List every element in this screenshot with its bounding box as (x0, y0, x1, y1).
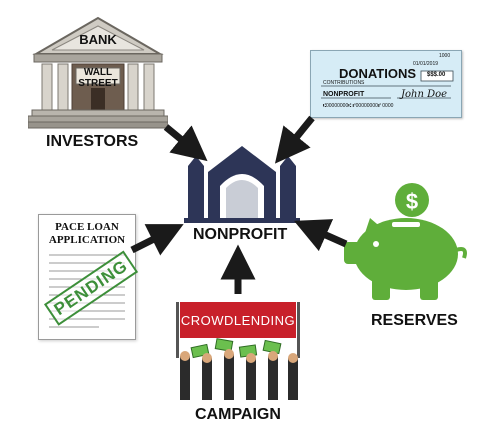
check-payee: NONPROFIT (323, 91, 365, 98)
reserves-label: RESERVES (371, 312, 458, 329)
nonprofit-building-icon (182, 144, 302, 224)
crowdlending-campaign-icon (168, 294, 308, 404)
pace-loan-document: PACE LOAN APPLICATION PENDING (38, 214, 139, 340)
bank-sign: BANK (79, 32, 117, 47)
check-memo: CONTRIBUTIONS (323, 80, 365, 86)
check-title: DONATIONS (339, 66, 417, 81)
check-routing: ⑆00000000⑆ ⑈00000000⑈ 0000 (323, 103, 394, 109)
piggy-bank-icon (340, 180, 470, 304)
bank-building-icon (28, 14, 168, 130)
pace-loan-title-line1: PACE LOAN (55, 221, 119, 233)
check-date: 01/01/2019 (413, 61, 439, 67)
crowdlending-banner: CROWDLENDING (180, 313, 296, 328)
arrow-pace-loan-to-nonprofit (130, 224, 184, 256)
pace-loan-title-line2: APPLICATION (48, 234, 126, 246)
check-corner-number: 1000 (439, 53, 451, 59)
nonprofit-label: NONPROFIT (193, 226, 288, 243)
campaign-label: CAMPAIGN (195, 406, 281, 423)
check-amount: $$$.00 (427, 72, 446, 78)
coin-dollar-symbol: $ (405, 189, 419, 214)
wall-street-sign-line2: STREET (78, 78, 118, 89)
donation-check: DONATIONS 1000 01/01/2019 $$$.00 CONTRIB… (310, 50, 462, 118)
check-signature: John Doe (401, 89, 448, 100)
investors-label: INVESTORS (46, 133, 139, 150)
wall-street-sign-line1: WALL (83, 67, 113, 78)
